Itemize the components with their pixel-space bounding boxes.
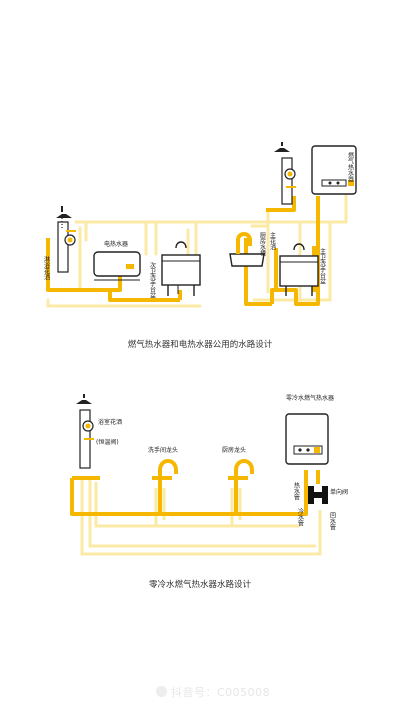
label-kitchen-tap: 厨房龙头 <box>222 446 246 454</box>
label-gas-heater: 燃气热水器 <box>347 151 354 183</box>
washbasin-left <box>161 241 201 296</box>
watermark: 抖音号：C005008 <box>156 684 270 700</box>
label-heater: 零冷水燃气热水器 <box>286 394 334 402</box>
diagram2-title: 零冷水燃气热水器水路设计 <box>148 580 251 590</box>
label-cold-pipe: 冷水管 <box>297 507 304 527</box>
label-bath-shower: 浴室花洒 <box>98 418 122 426</box>
shower-main <box>274 142 296 205</box>
hot-water-pipes <box>46 196 320 306</box>
check-valve-icon <box>308 486 328 504</box>
electric-water-heater <box>93 251 141 281</box>
label-washbasin-main: 主卫洗手台盆 <box>319 247 326 284</box>
label-shower-main: 主花洒 <box>269 231 276 251</box>
watermark-text: 抖音号：C005008 <box>171 686 271 699</box>
bath-shower <box>76 394 94 469</box>
diagram-shared-heaters: 淋浴花洒 电热水器 次卫洗手台盆 厨房水槽 主花洒 主卫洗手台盆 燃气热水器 <box>43 142 357 308</box>
diagram-zero-cold-water: 浴室花洒 (恒温阀) 洗手间龙头 厨房龙头 零冷水燃气热水器 单向阀 热水管 冷… <box>70 394 348 556</box>
label-basin-tap: 洗手间龙头 <box>148 446 178 454</box>
diagram1-title: 燃气热水器和电热水器公用的水路设计 <box>127 340 273 350</box>
label-electric-heater: 电热水器 <box>104 240 128 248</box>
label-kitchen: 厨房水槽 <box>259 232 266 257</box>
cold-water-pipes-2 <box>80 480 322 556</box>
label-return-pipe: 回水管 <box>329 512 336 531</box>
hot-water-pipes-2 <box>70 459 320 516</box>
douyin-logo-icon <box>156 686 167 697</box>
shower-left <box>56 206 76 273</box>
gas-water-heater <box>311 145 357 195</box>
label-hot-pipe: 热水管 <box>293 481 300 501</box>
label-bath-shower-sub: (恒温阀) <box>96 438 119 446</box>
kitchen-sink <box>229 232 265 267</box>
label-check-valve: 单向阀 <box>330 488 348 496</box>
cold-water-pipes <box>46 194 348 308</box>
diagram2-labels: 浴室花洒 (恒温阀) 洗手间龙头 厨房龙头 零冷水燃气热水器 单向阀 热水管 冷… <box>96 394 348 531</box>
label-washbasin-left: 次卫洗手台盆 <box>149 261 156 298</box>
diagram1-labels: 淋浴花洒 电热水器 次卫洗手台盆 厨房水槽 主花洒 主卫洗手台盆 燃气热水器 <box>43 151 354 298</box>
washbasin-main <box>279 243 319 296</box>
label-shower-left: 淋浴花洒 <box>43 255 50 281</box>
zero-cold-heater <box>285 413 329 465</box>
